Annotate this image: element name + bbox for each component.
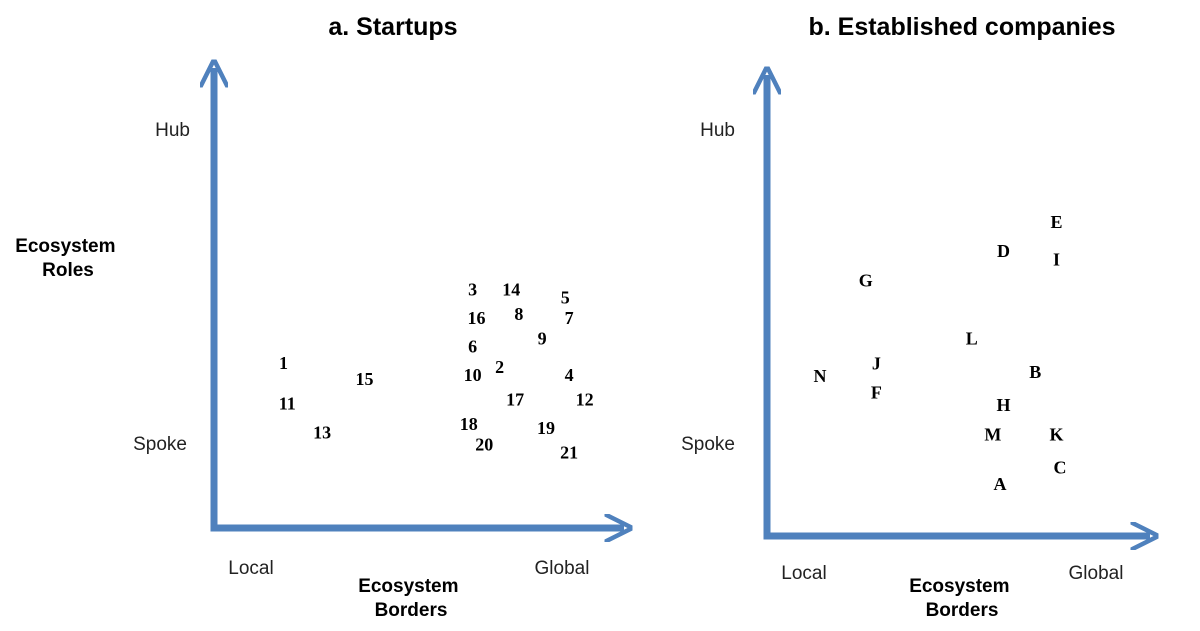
x-axis-title-line-1: Ecosystem xyxy=(358,576,458,597)
y-axis-title-line-1: Ecosystem xyxy=(15,236,115,257)
x-axis-title: Ecosystem Borders xyxy=(909,576,1015,621)
x-axis-title: Ecosystem Borders xyxy=(358,576,464,621)
data-point-label: M xyxy=(984,424,1001,444)
x-axis-title-line-2: Borders xyxy=(375,600,448,621)
y-tick-hub: Hub xyxy=(155,120,190,141)
data-point-label: 11 xyxy=(279,394,296,414)
data-point-label: L xyxy=(966,329,978,349)
data-point-label: 21 xyxy=(560,443,578,463)
y-tick-hub: Hub xyxy=(700,120,735,141)
data-point-label: 17 xyxy=(506,390,524,410)
data-point-label: 15 xyxy=(356,369,374,389)
data-point-label: 13 xyxy=(313,422,331,442)
data-point-label: 3 xyxy=(468,280,477,300)
data-point-label: 18 xyxy=(460,414,478,434)
data-point-label: G xyxy=(859,270,873,290)
data-point-label: C xyxy=(1054,458,1067,478)
data-point-label: 16 xyxy=(468,308,486,328)
data-point-label: I xyxy=(1053,250,1060,270)
x-tick-local: Local xyxy=(228,558,273,579)
data-point-label: K xyxy=(1049,424,1063,444)
established-companies-chart: b. Established companies Hub Spoke Local… xyxy=(681,13,1150,621)
data-point-label: J xyxy=(872,354,881,374)
y-axis-title: Ecosystem Roles xyxy=(15,236,121,281)
data-point-label: 14 xyxy=(502,280,520,300)
data-point-label: 9 xyxy=(538,328,547,348)
x-axis-title-line-1: Ecosystem xyxy=(909,576,1009,597)
data-point-label: 7 xyxy=(565,308,574,328)
data-point-label: N xyxy=(814,366,827,386)
data-point-label: 10 xyxy=(464,365,482,385)
data-point-label: A xyxy=(994,474,1007,494)
y-tick-spoke: Spoke xyxy=(133,434,187,455)
data-point-label: 5 xyxy=(561,288,570,308)
x-tick-global: Global xyxy=(535,558,590,579)
chart-title: a. Startups xyxy=(328,13,457,41)
data-point-label: 19 xyxy=(537,418,555,438)
x-tick-local: Local xyxy=(781,563,826,584)
y-tick-spoke: Spoke xyxy=(681,434,735,455)
x-tick-global: Global xyxy=(1069,563,1124,584)
data-point-label: 12 xyxy=(576,390,594,410)
x-axis-title-line-2: Borders xyxy=(926,600,999,621)
chart-title: b. Established companies xyxy=(808,13,1115,41)
data-point-label: 8 xyxy=(514,304,523,324)
data-point-label: E xyxy=(1050,212,1062,232)
y-axis-title-line-2: Roles xyxy=(42,260,94,281)
data-point-label: 20 xyxy=(475,435,493,455)
data-point-label: D xyxy=(997,241,1010,261)
startups-chart: a. Startups Hub Spoke Local Global Ecosy… xyxy=(15,13,624,621)
data-point-label: 1 xyxy=(279,353,288,373)
point-labels: A B C D E F G H I J K L M N xyxy=(814,212,1067,494)
data-point-label: 6 xyxy=(468,337,477,357)
data-point-label: H xyxy=(996,395,1010,415)
data-point-label: 2 xyxy=(495,357,504,377)
data-point-label: 4 xyxy=(565,365,574,385)
data-point-label: F xyxy=(871,383,882,403)
data-point-label: B xyxy=(1029,362,1041,382)
